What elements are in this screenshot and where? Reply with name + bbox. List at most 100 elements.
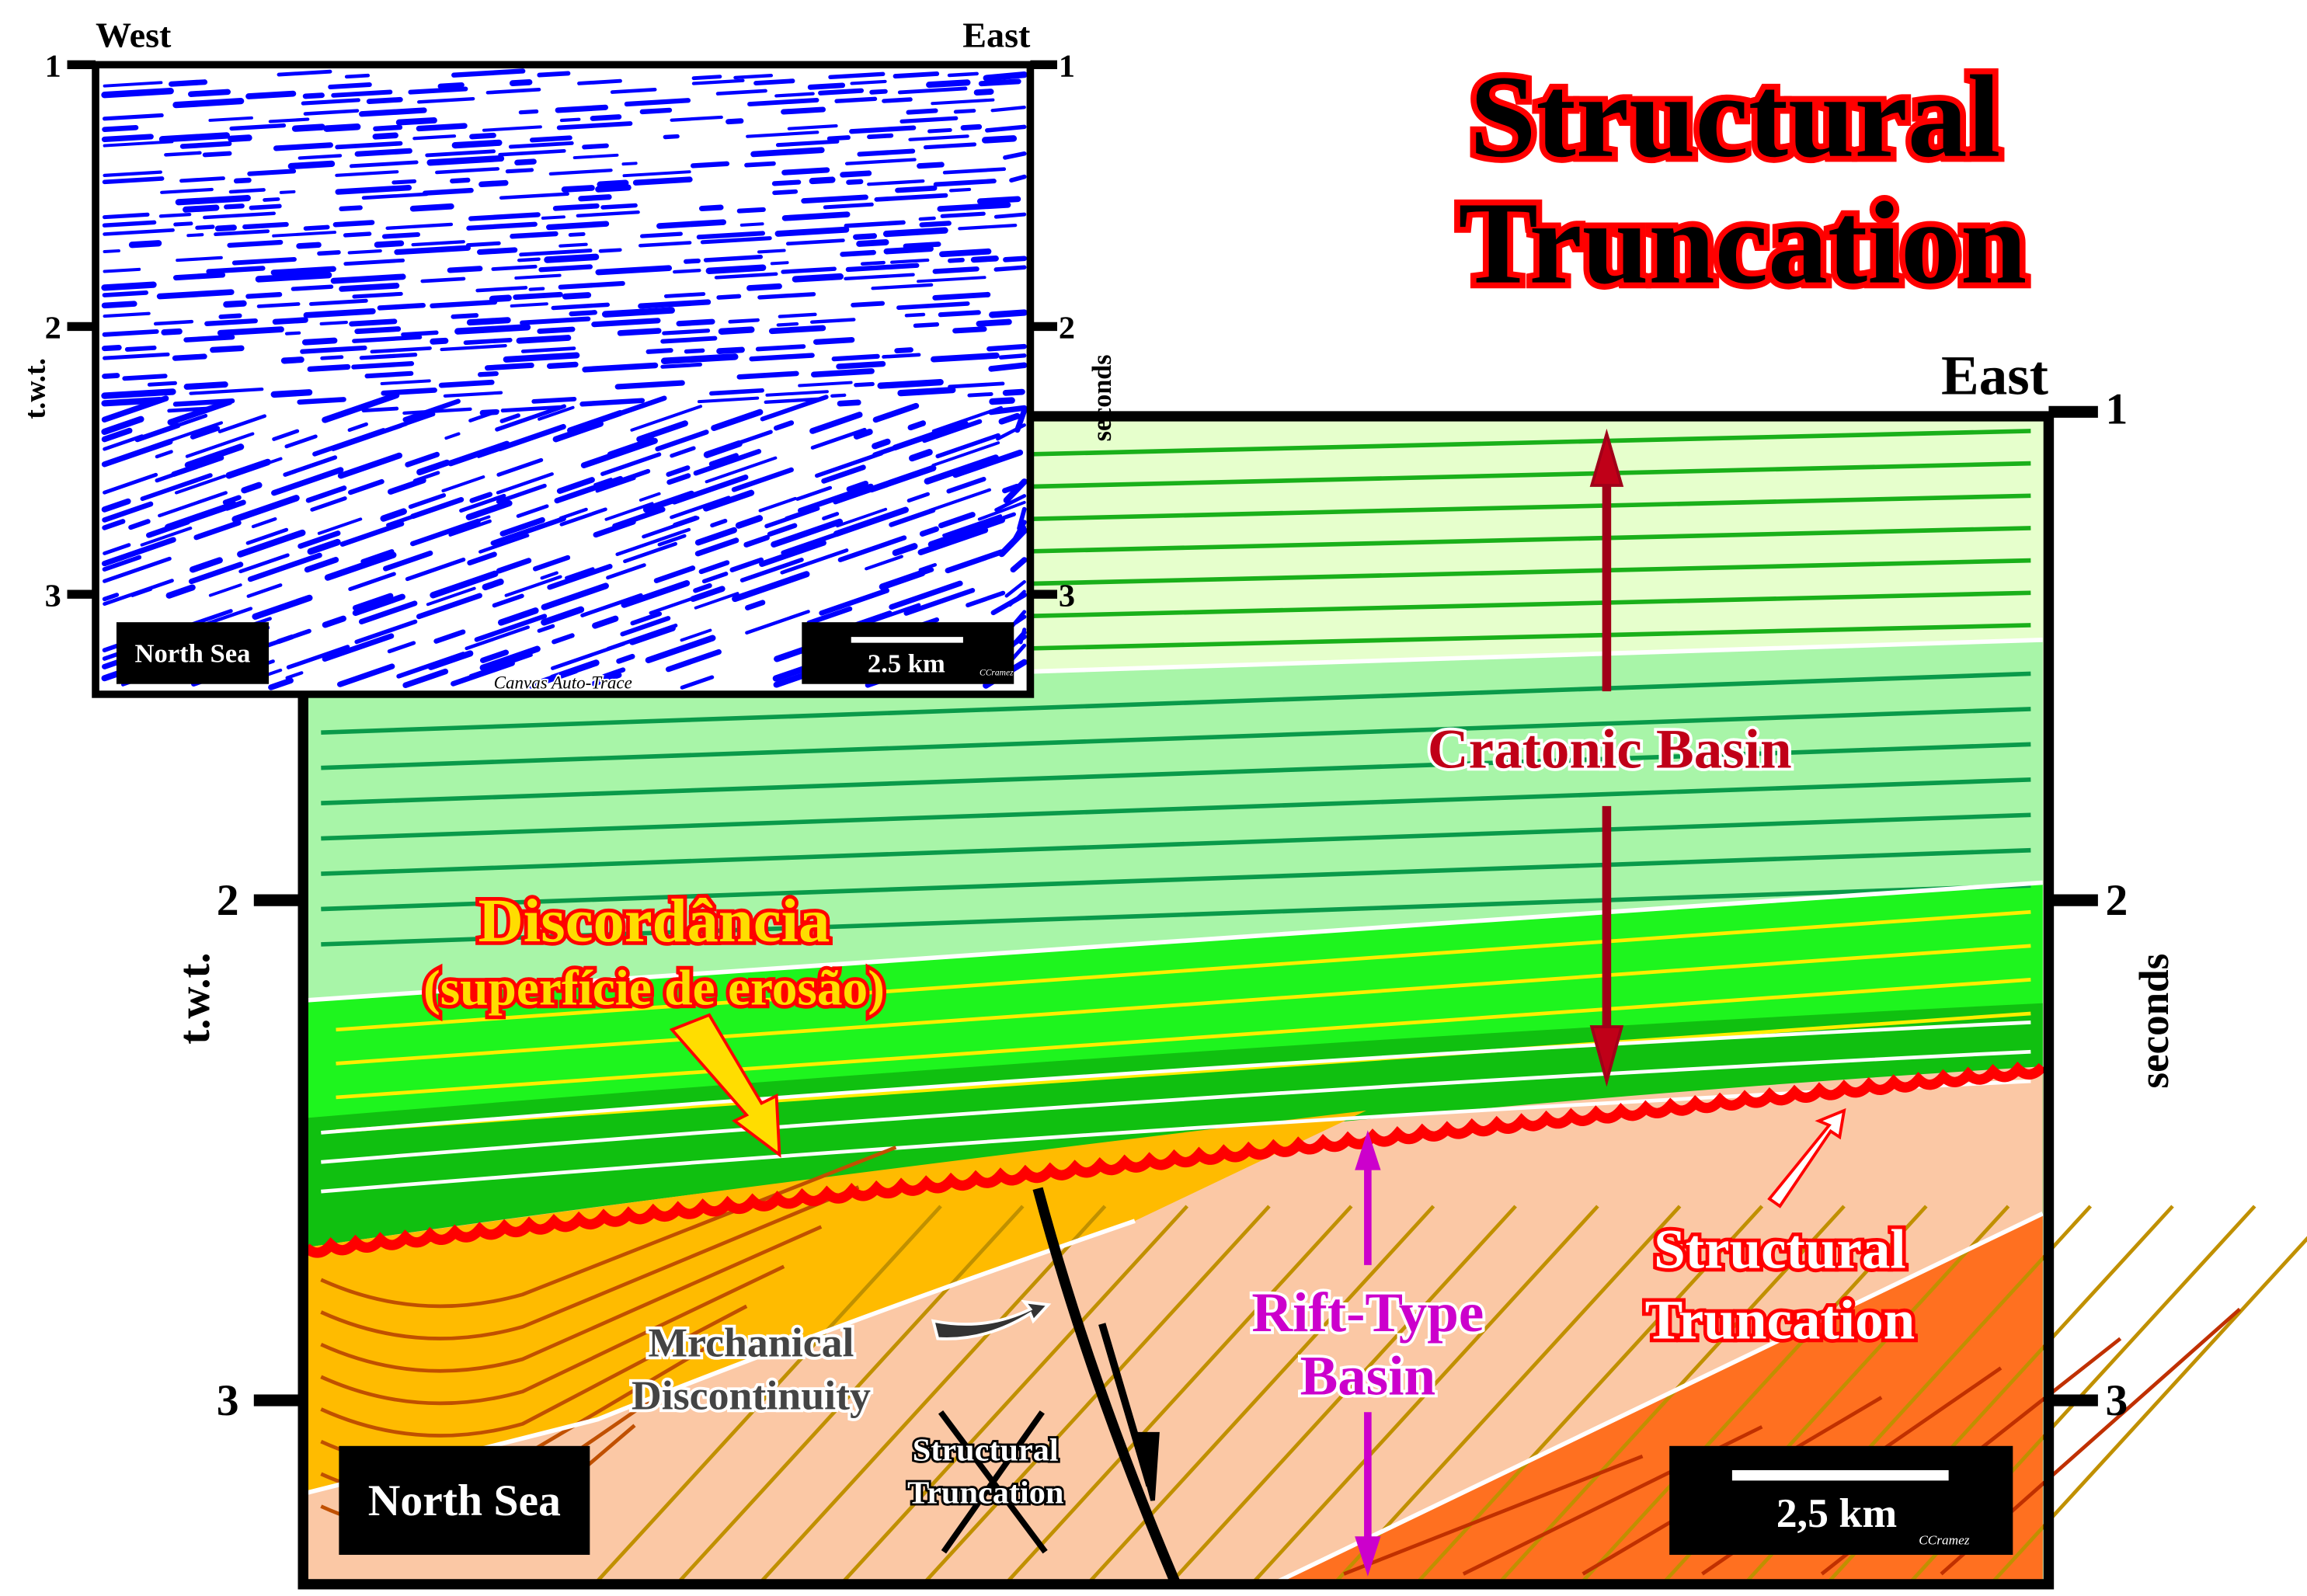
seismic-reflector	[339, 521, 405, 547]
seismic-reflector	[615, 527, 691, 556]
seismic-reflector	[383, 550, 433, 572]
seismic-reflector	[416, 123, 468, 132]
seismic-reflector	[945, 549, 1004, 574]
seismic-reflector	[937, 202, 1011, 212]
seismic-reflector	[781, 106, 826, 115]
tick-left-2: 2	[217, 876, 239, 925]
seismic-reflector	[551, 302, 611, 311]
seismic-reflector	[214, 229, 270, 237]
seismic-reflector	[440, 344, 507, 352]
seismic-reflector	[301, 98, 360, 106]
seismic-reflector	[970, 256, 999, 263]
seismic-reflector	[451, 660, 515, 687]
seismic-reflector	[833, 481, 891, 505]
seismic-reflector	[231, 256, 297, 266]
seismic-reflector	[927, 488, 992, 513]
seismic-reflector	[743, 534, 770, 548]
seismic-reflector	[541, 582, 609, 610]
seismic-reflector	[348, 572, 396, 592]
seismic-reflector	[343, 231, 372, 238]
seismic-reflector	[666, 473, 691, 485]
seismic-reflector	[830, 393, 847, 398]
seismic-reflector	[872, 438, 891, 450]
seismic-reflector	[474, 614, 548, 642]
seismic-reflector	[183, 381, 228, 390]
seismic-reflector	[153, 319, 194, 326]
seismic-scale-label: 2.5 km	[868, 649, 945, 679]
seismic-reflector	[285, 671, 304, 680]
structural-truncation-label-2: Truncation	[1645, 1288, 1916, 1351]
seismic-reflector	[709, 388, 764, 396]
seismic-reflector	[801, 194, 868, 204]
seismic-reflector	[771, 179, 802, 186]
seismic-reflector	[736, 207, 766, 214]
seismic-reflector	[438, 379, 495, 388]
seismic-reflector	[680, 675, 715, 690]
seismic-reflector	[600, 203, 638, 210]
seismic-reflector	[697, 396, 760, 404]
seismic-reflector	[454, 324, 531, 335]
seismic-reflector	[621, 162, 638, 166]
seismic-reflector	[222, 495, 242, 505]
seismic-reflector	[351, 361, 415, 370]
seismic-reflector	[361, 192, 429, 200]
seismic-reflector	[425, 149, 496, 158]
seismic-reflector	[246, 583, 283, 598]
seismic-reflector	[284, 331, 301, 336]
seismic-reflector	[231, 495, 300, 523]
seismic-reflector	[478, 179, 509, 188]
seismic-reflector	[503, 352, 580, 363]
seismic-reflector	[128, 519, 151, 530]
seismic-reflector	[595, 184, 632, 193]
seismic-reflector	[332, 220, 375, 228]
seismic-reflector	[746, 283, 782, 291]
seismic-reflector	[897, 387, 956, 397]
seismic-reflector	[565, 567, 595, 580]
seismic-reflector	[411, 240, 465, 247]
seismic-reflector	[354, 148, 412, 157]
seismic-reflector	[514, 273, 562, 280]
seismic-reflector	[491, 264, 538, 271]
location-label: North Sea	[368, 1476, 561, 1525]
seismic-reflector	[499, 516, 545, 537]
seismic-reflector	[765, 390, 829, 397]
seismic-reflector	[840, 249, 876, 257]
seismic-reflector	[466, 221, 538, 231]
seismic-reflector	[268, 677, 294, 690]
seismic-reflector	[989, 397, 1015, 405]
seismic-reflector	[517, 257, 541, 263]
seismic-reflector	[179, 176, 225, 183]
seismic-reflector	[906, 492, 930, 503]
seismic-reflector	[897, 86, 968, 95]
tick-right-1: 1	[2105, 385, 2128, 434]
seismic-reflector	[572, 153, 619, 159]
seismic-reflector	[391, 179, 417, 185]
seismic-reflector	[767, 523, 798, 537]
seismic-reflector	[826, 135, 851, 141]
seismic-reflector	[370, 346, 432, 354]
seismic-reflector	[103, 556, 172, 583]
rift-dark-stratum-line	[1343, 1454, 1644, 1576]
seismic-reflector	[715, 89, 767, 96]
seismic-reflector	[380, 379, 431, 385]
seismic-reflector	[184, 443, 245, 468]
seismic-reflector	[948, 381, 1005, 389]
seismic-reflector	[174, 474, 227, 495]
erosion-surface-label: (superfície de erosão)	[423, 961, 885, 1016]
rift-orange-stratum-line	[320, 1225, 823, 1373]
seismic-reflector	[459, 493, 506, 513]
seismic-reflector	[537, 624, 555, 633]
seismic-location-label: North Sea	[135, 639, 251, 669]
seismic-reflector	[865, 555, 903, 571]
seismic-reflector	[662, 329, 711, 336]
seismic-reflector	[344, 73, 371, 79]
green-band-stratum-line	[336, 944, 2031, 1066]
seismic-reflector	[122, 374, 168, 381]
seismic-reflector	[469, 132, 496, 140]
seismic-reflector	[537, 71, 571, 78]
seismic-twt-label: t.w.t.	[19, 358, 51, 419]
seismic-reflector	[463, 337, 513, 346]
seismic-reflector	[676, 318, 715, 327]
seismic-reflector	[895, 185, 938, 193]
seismic-reflector	[703, 440, 743, 458]
